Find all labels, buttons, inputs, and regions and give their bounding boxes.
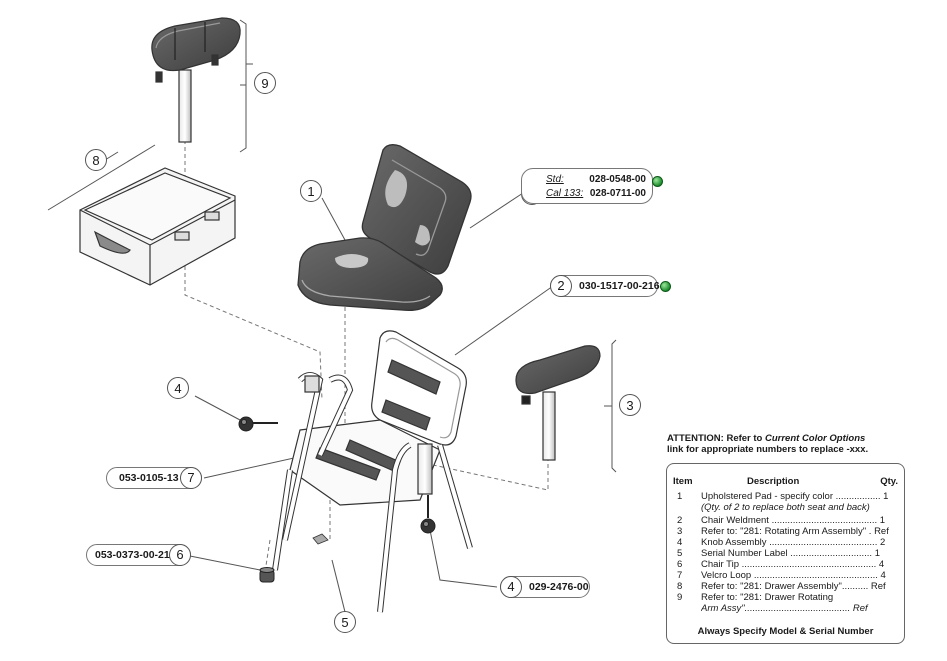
color-option-icon[interactable] (652, 176, 663, 187)
chair-tip-part-number-text: 053-0373-00-216 (95, 549, 176, 561)
table-row: 5 Serial Number Label ...................… (667, 548, 904, 559)
table-row: 3 Refer to: "281: Rotating Arm Assembly" … (667, 526, 904, 537)
item-number: 6 (677, 559, 683, 570)
back-pad (361, 144, 472, 275)
callout-3: 3 (619, 394, 641, 416)
callout-8: 8 (85, 149, 107, 171)
table-footer: Always Specify Model & Serial Number (697, 626, 874, 637)
item-description: (Qty. of 2 to replace both seat and back… (701, 502, 870, 513)
item-number: 8 (677, 581, 683, 592)
col-description-header: Description (747, 476, 800, 487)
item-description: Velcro Loop ............................… (701, 570, 886, 581)
weldment-part-number-text: 030-1517-00-216 (579, 280, 660, 292)
attention-line2: link for appropriate numbers to replace … (667, 444, 869, 455)
chair-tip-part-number: 053-0373-00-216 6 (86, 543, 191, 566)
item-description: Refer to: "281: Drawer Rotating (701, 592, 834, 603)
velcro-part-number: 053-0105-13 7 (106, 466, 202, 489)
col-qty-header: Qty. (880, 476, 898, 487)
cal133-label: Cal 133: (546, 188, 584, 199)
item-description: Knob Assembly ..........................… (701, 537, 886, 548)
item-number: 2 (677, 515, 683, 526)
table-row: (Qty. of 2 to replace both seat and back… (667, 502, 904, 513)
item-number: 5 (677, 548, 683, 559)
weldment-part-number: 2 030-1517-00-216 (550, 274, 660, 297)
rotating-arm (515, 345, 601, 461)
callout-5: 5 (334, 611, 356, 633)
table-row: 8 Refer to: "281: Drawer Assembly".......… (667, 581, 904, 592)
seat-pad (297, 237, 443, 312)
table-row: 2 Chair Weldment ........................… (667, 515, 904, 526)
chair-weldment (272, 330, 473, 613)
item-number: 3 (677, 526, 683, 537)
drawer-rotating-arm (151, 17, 241, 143)
cal133-part-number: 028-0711-00 (589, 188, 646, 199)
callout-1-seat: 1 (300, 180, 322, 202)
serial-number-label (312, 533, 329, 545)
item-number: 7 (677, 570, 683, 581)
callout-7: 7 (180, 466, 202, 489)
table-row: 1 Upholstered Pad - specify color .......… (667, 491, 904, 502)
color-option-icon[interactable] (660, 281, 671, 292)
attention-prefix: ATTENTION: Refer to (667, 433, 765, 444)
item-description: Chair Tip ..............................… (701, 559, 885, 570)
drawer-assembly (79, 167, 236, 286)
velcro-part-number-text: 053-0105-13 (119, 472, 179, 484)
callout-2: 2 (550, 274, 572, 297)
item-description: Refer to: "281: Rotating Arm Assembly" .… (701, 526, 889, 537)
table-row: Arm Assy"...............................… (667, 603, 904, 614)
item-description: Chair Weldment .........................… (701, 515, 886, 526)
callout-6: 6 (169, 543, 191, 566)
color-options-link[interactable]: Current Color Options (765, 433, 866, 444)
attention-note: ATTENTION: Refer to Current Color Option… (667, 433, 907, 455)
callout-4-left: 4 (167, 377, 189, 399)
knob-part-number: 4 029-2476-00 (500, 575, 590, 598)
item-description: Upholstered Pad - specify color ........… (701, 491, 889, 502)
col-item-header: Item (673, 476, 693, 487)
knob-left (238, 416, 278, 432)
item-number: 4 (677, 537, 683, 548)
table-row: 7 Velcro Loop ...........................… (667, 570, 904, 581)
std-label: Std: (546, 174, 564, 185)
item-description: Arm Assy"...............................… (701, 603, 868, 614)
back-pad-part-number-box: Std: 028-0548-00 Cal 133: 028-0711-00 (521, 168, 653, 204)
item-description: Refer to: "281: Drawer Assembly"........… (701, 581, 886, 592)
knob-right (420, 495, 436, 534)
knob-part-number-text: 029-2476-00 (529, 581, 589, 593)
callout-4-right: 4 (500, 575, 522, 598)
chair-tip (259, 567, 275, 583)
parts-list-table: Item Description Qty. 1 Upholstered Pad -… (666, 463, 905, 644)
table-row: 6 Chair Tip .............................… (667, 559, 904, 570)
item-number: 9 (677, 592, 683, 603)
std-part-number: 028-0548-00 (589, 174, 646, 185)
callout-9: 9 (254, 72, 276, 94)
table-row: 9 Refer to: "281: Drawer Rotating (667, 592, 904, 603)
item-number: 1 (677, 491, 683, 502)
item-description: Serial Number Label ....................… (701, 548, 880, 559)
table-row: 4 Knob Assembly .........................… (667, 537, 904, 548)
